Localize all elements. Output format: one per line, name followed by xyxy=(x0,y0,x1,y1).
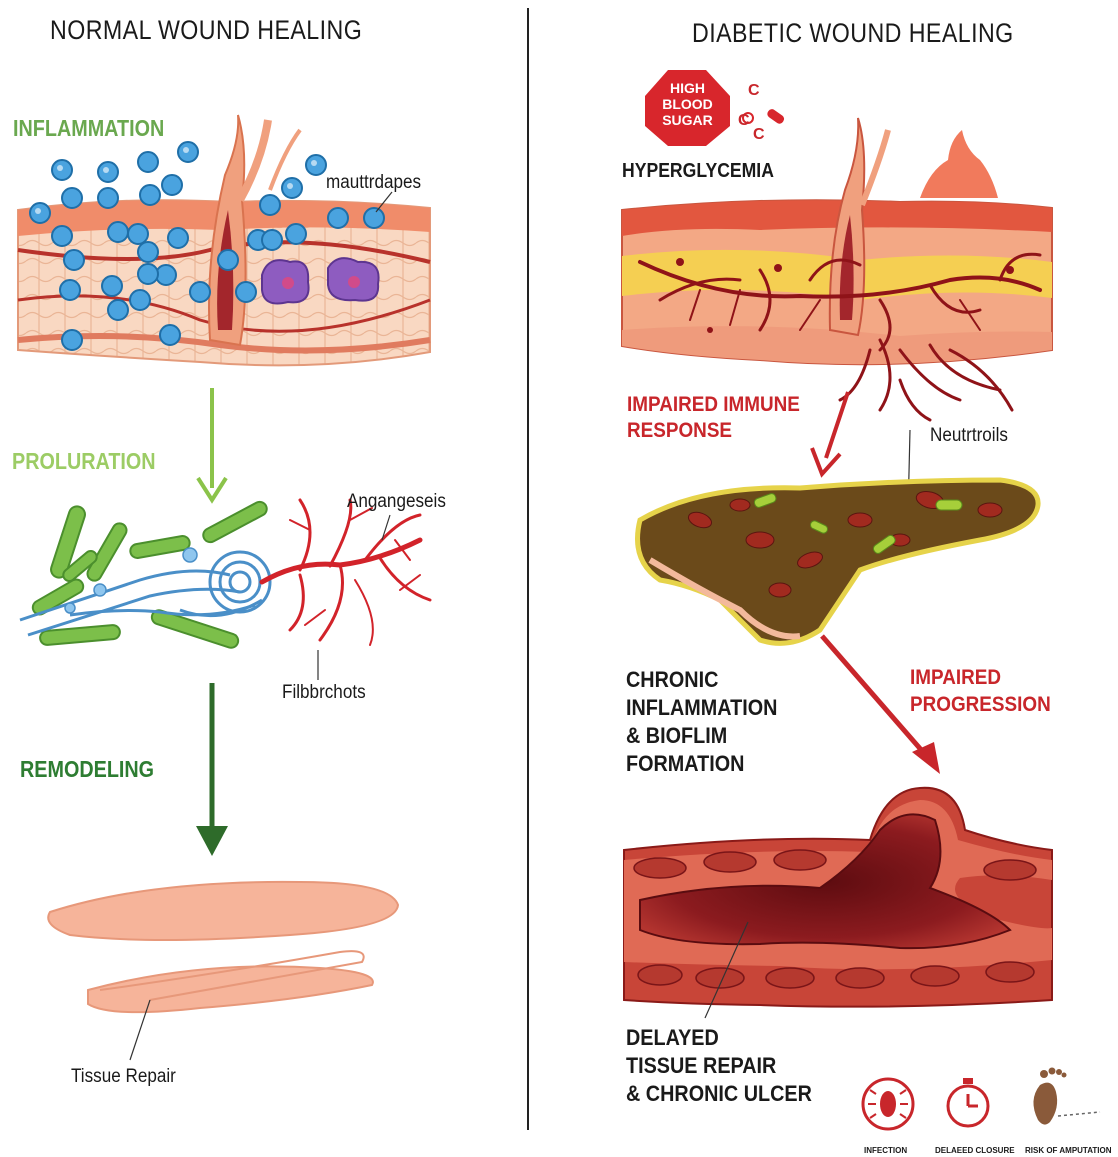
diabetic-title: DIABETIC WOUND HEALING xyxy=(692,18,1014,49)
sugar-badge-text: HIGH BLOOD SUGAR xyxy=(645,80,730,128)
glucose-glyph-hidden: C xyxy=(738,112,750,130)
stage-remodeling: REMODELING xyxy=(20,756,154,783)
amputation-risk-icon xyxy=(1033,1068,1100,1125)
biofilm-wound xyxy=(638,480,1039,643)
label-impaired-immune: IMPAIRED IMMUNE RESPONSE xyxy=(627,392,800,444)
sugar-badge-line: SUGAR xyxy=(645,112,730,128)
glucose-glyph: C xyxy=(748,82,760,100)
sugar-badge-line: BLOOD xyxy=(645,96,730,112)
caption-line: DELAYED xyxy=(626,1024,812,1052)
caption-line: & BIOFLIM xyxy=(626,722,777,750)
normal-arrow-2 xyxy=(196,683,228,856)
caption-line: TISSUE REPAIR xyxy=(626,1052,812,1080)
label-macrophages: mauttrdapes xyxy=(326,172,421,194)
delayed-closure-caption: DELAEED CLOSURE xyxy=(935,1146,1015,1155)
label-neutrophils: Neutrtroils xyxy=(930,425,1008,447)
glucose-glyph: C xyxy=(753,126,765,144)
infection-caption: INFECTION xyxy=(864,1146,907,1155)
stage-proliferation: PROLURATION xyxy=(12,448,156,475)
infection-icon xyxy=(863,1079,913,1129)
caption-line: IMPAIRED xyxy=(910,664,1051,691)
normal-proliferation-graphic xyxy=(20,499,430,680)
caption-line: & CHRONIC ULCER xyxy=(626,1080,812,1108)
normal-remodeled-tissue xyxy=(48,882,398,1060)
label-impaired-progression: IMPAIRED PROGRESSION xyxy=(910,664,1051,718)
label-chronic-inflammation: CHRONIC INFLAMMATION & BIOFLIM FORMATION xyxy=(626,666,777,778)
stage-inflammation: INFLAMMATION xyxy=(13,115,164,142)
caption-line: INFLAMMATION xyxy=(626,694,777,722)
normal-title: NORMAL WOUND HEALING xyxy=(50,15,362,46)
caption-line: RESPONSE xyxy=(627,418,800,444)
amputation-risk-caption: RISK OF AMPUTATION xyxy=(1025,1146,1117,1155)
immune-arrow xyxy=(812,392,848,474)
delayed-closure-icon xyxy=(948,1078,988,1126)
caption-line: PROGRESSION xyxy=(910,691,1051,718)
normal-inflammation-skin xyxy=(18,115,430,365)
label-delayed-repair: DELAYED TISSUE REPAIR & CHRONIC ULCER xyxy=(626,1024,812,1108)
label-angiogenesis: Angangeseis xyxy=(347,491,446,513)
sugar-badge-line: HIGH xyxy=(645,80,730,96)
normal-arrow-1 xyxy=(198,388,226,500)
caption-line: IMPAIRED IMMUNE xyxy=(627,392,800,418)
caption-line: FORMATION xyxy=(626,750,777,778)
label-fibroblasts: Filbbrchots xyxy=(282,682,366,704)
chronic-ulcer xyxy=(624,788,1052,1018)
caption-line: CHRONIC xyxy=(626,666,777,694)
label-hyperglycemia: HYPERGLYCEMIA xyxy=(622,160,774,183)
label-tissue-repair: Tissue Repair xyxy=(71,1066,176,1088)
